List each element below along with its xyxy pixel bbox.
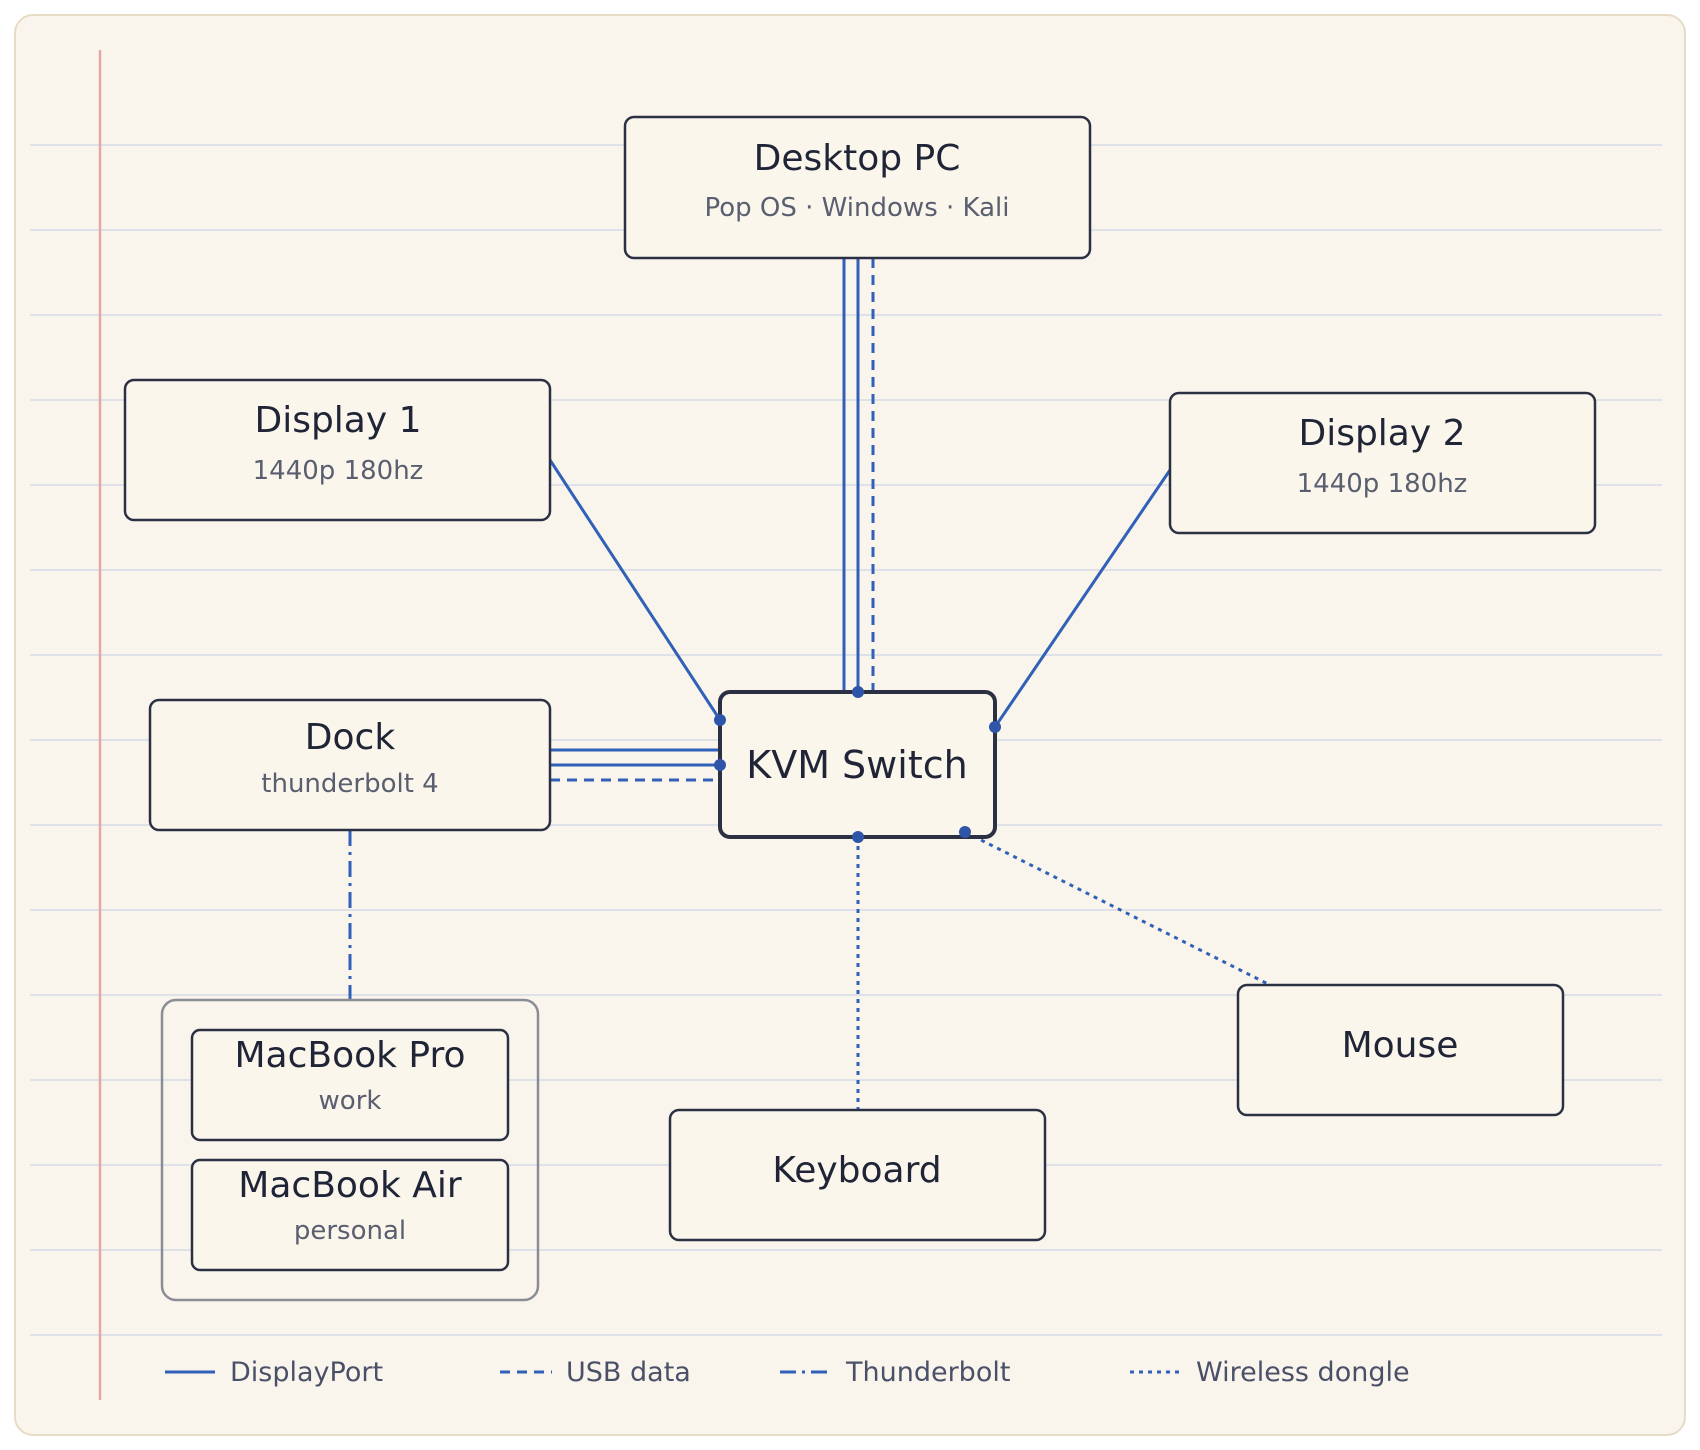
display-2-box <box>1168 391 1597 535</box>
macbook-pro-title: MacBook Pro <box>234 1035 465 1076</box>
node-display-2[interactable]: Display 2 1440p 180hz <box>1168 391 1597 535</box>
legend-wireless-label: Wireless dongle <box>1196 1357 1410 1388</box>
port-dot <box>959 826 971 838</box>
display-2-subtitle: 1440p 180hz <box>1297 469 1468 499</box>
keyboard-title: Keyboard <box>772 1150 941 1191</box>
keyboard-box <box>668 1108 1047 1242</box>
wire-kvm-mouse-wireless <box>964 830 1271 987</box>
display-2-title: Display 2 <box>1298 413 1465 454</box>
node-dock[interactable]: Dock thunderbolt 4 <box>148 698 552 832</box>
legend-usb-label: USB data <box>566 1357 691 1388</box>
macbook-air-box <box>190 1158 510 1272</box>
connections <box>348 258 1271 1110</box>
node-desktop-pc[interactable]: Desktop PC Pop OS · Windows · Kali <box>623 115 1092 260</box>
mouse-title: Mouse <box>1342 1025 1459 1066</box>
dock-subtitle: thunderbolt 4 <box>261 769 438 799</box>
mouse-box <box>1236 983 1565 1117</box>
node-display-1[interactable]: Display 1 1440p 180hz <box>123 378 552 522</box>
macbooks-group-border <box>160 998 540 1302</box>
desktop-pc-title: Desktop PC <box>754 138 961 179</box>
macbook-air-title: MacBook Air <box>238 1165 462 1206</box>
port-dot <box>852 831 864 843</box>
node-kvm-switch[interactable]: KVM Switch <box>718 690 997 839</box>
desktop-pc-subtitle: Pop OS · Windows · Kali <box>704 193 1009 223</box>
wire-display2-kvm-dp <box>993 469 1172 728</box>
macbooks-group <box>160 998 540 1302</box>
dock-box <box>148 698 552 832</box>
kvm-switch-title: KVM Switch <box>746 743 967 787</box>
port-dot <box>714 714 726 726</box>
macbook-pro-box <box>190 1028 510 1142</box>
legend-thunderbolt-label: Thunderbolt <box>845 1357 1010 1388</box>
dock-title: Dock <box>305 717 396 758</box>
wire-display1-kvm-dp <box>548 459 722 721</box>
node-macbook-air[interactable]: MacBook Air personal <box>190 1158 510 1272</box>
node-macbook-pro[interactable]: MacBook Pro work <box>190 1028 510 1142</box>
port-dot <box>852 686 864 698</box>
legend-displayport-label: DisplayPort <box>230 1357 383 1388</box>
macbook-air-subtitle: personal <box>294 1216 406 1246</box>
node-keyboard[interactable]: Keyboard <box>668 1108 1047 1242</box>
port-dot <box>989 721 1001 733</box>
port-dots <box>714 686 1001 843</box>
desktop-pc-box <box>623 115 1092 260</box>
macbook-pro-subtitle: work <box>319 1086 382 1116</box>
node-mouse[interactable]: Mouse <box>1236 983 1565 1117</box>
port-dot <box>714 759 726 771</box>
legend: DisplayPort USB data Thunderbolt Wireles… <box>165 1357 1410 1388</box>
display-1-box <box>123 378 552 522</box>
display-1-title: Display 1 <box>254 400 421 441</box>
display-1-subtitle: 1440p 180hz <box>253 456 424 486</box>
